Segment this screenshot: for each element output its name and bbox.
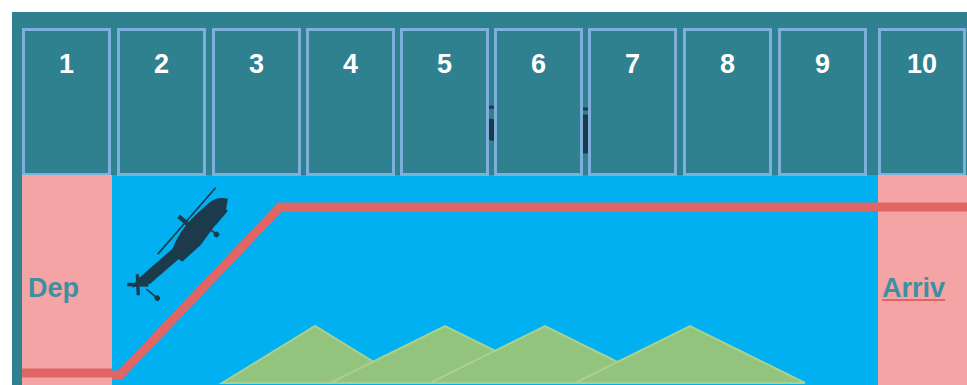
column-box: 5 <box>400 28 489 176</box>
column-number: 1 <box>25 49 108 80</box>
column-number: 10 <box>881 49 963 80</box>
column-box: 2 <box>117 28 206 176</box>
column-number: 5 <box>403 49 486 80</box>
column-number: 6 <box>497 49 580 80</box>
flight-path <box>112 207 878 375</box>
column-number: 7 <box>591 49 674 80</box>
column-number: 3 <box>215 49 298 80</box>
column-box: 9 <box>778 28 867 176</box>
column-number: 9 <box>781 49 864 80</box>
helicopter-silhouette <box>123 181 241 310</box>
mountains <box>222 326 805 383</box>
column-number: 8 <box>686 49 769 80</box>
column-box: 8 <box>683 28 772 176</box>
column-number: 2 <box>120 49 203 80</box>
column-number: 4 <box>309 49 392 80</box>
departure-band: Dep <box>22 175 112 385</box>
column-box: 3 <box>212 28 301 176</box>
column-box: 1 <box>22 28 111 176</box>
column-box: 6 <box>494 28 583 176</box>
column-box: 4 <box>306 28 395 176</box>
band-label: Dep <box>28 273 79 304</box>
flight-path <box>22 369 112 378</box>
flight-path <box>878 203 967 212</box>
arrival-band: Arriv <box>878 175 967 385</box>
column-box: 7 <box>588 28 677 176</box>
band-label: Arriv <box>882 273 945 304</box>
column-box: 10 <box>878 28 966 176</box>
